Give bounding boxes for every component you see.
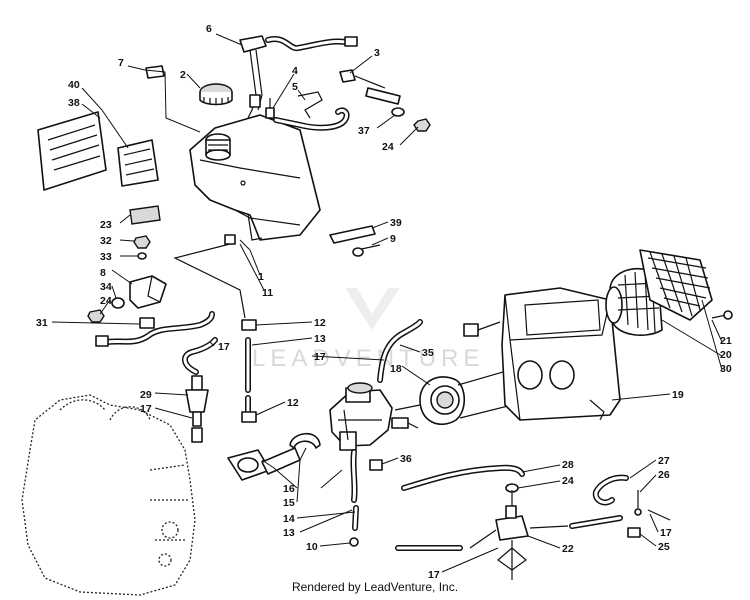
fitting-31 (139, 317, 155, 329)
callout-13-upper: 13 (314, 333, 326, 345)
part-36 (369, 459, 383, 471)
nut-32 (133, 235, 151, 249)
callout-11: 11 (262, 287, 273, 299)
hose-17-lower (191, 427, 203, 443)
callout-7: 7 (118, 57, 124, 69)
nut-24-left (87, 309, 105, 323)
callout-25: 25 (658, 541, 670, 553)
callout-18: 18 (390, 363, 402, 375)
bracket-39 (329, 225, 376, 244)
callout-38: 38 (68, 97, 80, 109)
callout-17-bottom: 17 (428, 569, 440, 581)
callout-10: 10 (306, 541, 318, 553)
callout-17-filter: 17 (140, 403, 152, 415)
watermark-text: LEADVENTURE (252, 345, 484, 372)
callout-36: 36 (400, 453, 412, 465)
tank-strap (297, 91, 323, 119)
hose-17-far-right (647, 509, 671, 521)
carburetor (329, 382, 419, 451)
fuel-cap (199, 83, 233, 106)
callout-32: 32 (100, 235, 112, 247)
tank-outlet-fitting (224, 234, 236, 245)
engine-outline (21, 394, 196, 596)
fuel-filter (185, 375, 209, 427)
callout-20: 20 (720, 349, 732, 361)
fitting-25 (627, 527, 641, 538)
callout-15: 15 (283, 497, 295, 509)
washer-33 (137, 252, 147, 260)
callout-labels: 6 2 7 3 4 5 37 24 40 38 39 9 1 11 23 32 … (36, 23, 732, 581)
callout-33: 33 (100, 251, 112, 263)
hose-27 (592, 474, 629, 506)
intake-boot (419, 376, 466, 425)
fuel-pump-22 (495, 490, 529, 580)
callout-26: 26 (658, 469, 670, 481)
callout-39: 39 (390, 217, 402, 229)
callout-31: 31 (36, 317, 48, 329)
decal-23 (129, 205, 161, 225)
callout-19: 19 (672, 389, 684, 401)
callout-24-left: 24 (100, 295, 112, 307)
callout-1: 1 (258, 271, 264, 283)
clamp-15 (289, 432, 321, 449)
hose-connector (344, 36, 358, 47)
airbox (501, 287, 621, 421)
callout-34: 34 (100, 281, 112, 293)
clip-35 (463, 321, 501, 337)
callout-24-right: 24 (562, 475, 574, 487)
callout-13-lower: 13 (283, 527, 295, 539)
clamp-12-lower (241, 411, 257, 423)
intake-adaptor (227, 447, 301, 481)
callout-3: 3 (374, 47, 380, 59)
callout-17-pump: 17 (218, 341, 230, 353)
fuel-tank (189, 114, 321, 241)
callout-35: 35 (422, 347, 434, 359)
tank-bracket-right (339, 69, 401, 105)
callout-28: 28 (562, 459, 574, 471)
leader-lines (51, 33, 723, 573)
callout-6: 6 (206, 23, 212, 35)
hose-31 (105, 311, 215, 345)
fuel-line-path (173, 243, 246, 319)
fuel-gauge-sender (239, 35, 267, 119)
vent-fitting (265, 98, 275, 119)
watermark-logo (345, 288, 400, 330)
callout-9: 9 (390, 233, 396, 245)
callout-30: 30 (720, 363, 732, 375)
callout-2: 2 (180, 69, 186, 81)
screen-mesh (639, 249, 713, 321)
washer-37 (391, 107, 405, 117)
filler-neck (205, 133, 231, 161)
callout-14: 14 (283, 513, 295, 525)
callout-24-top: 24 (382, 141, 394, 153)
callout-29: 29 (140, 389, 152, 401)
callout-5: 5 (292, 81, 298, 93)
callout-21: 21 (720, 335, 732, 347)
callout-4: 4 (292, 65, 298, 77)
washer-34 (111, 297, 125, 309)
callout-8: 8 (100, 267, 106, 279)
nut-24-top (413, 118, 431, 132)
callout-23: 23 (100, 219, 112, 231)
callout-17-center: 17 (314, 351, 326, 363)
decal-40 (37, 111, 107, 191)
callout-17-right: 17 (660, 527, 672, 539)
pump-bracket-8 (129, 275, 167, 309)
callout-12-upper: 12 (314, 317, 326, 329)
callout-40: 40 (68, 79, 80, 91)
fitting-10 (349, 537, 359, 547)
clamp-12-upper (241, 319, 257, 331)
decal-38 (117, 139, 159, 187)
callout-22: 22 (562, 543, 574, 555)
callout-16: 16 (283, 483, 295, 495)
callout-27: 27 (658, 455, 670, 467)
footer-credit: Rendered by LeadVenture, Inc. (291, 580, 459, 594)
callout-12-lower: 12 (287, 397, 299, 409)
callout-37: 37 (358, 125, 370, 137)
gasket-part-7 (145, 65, 165, 79)
